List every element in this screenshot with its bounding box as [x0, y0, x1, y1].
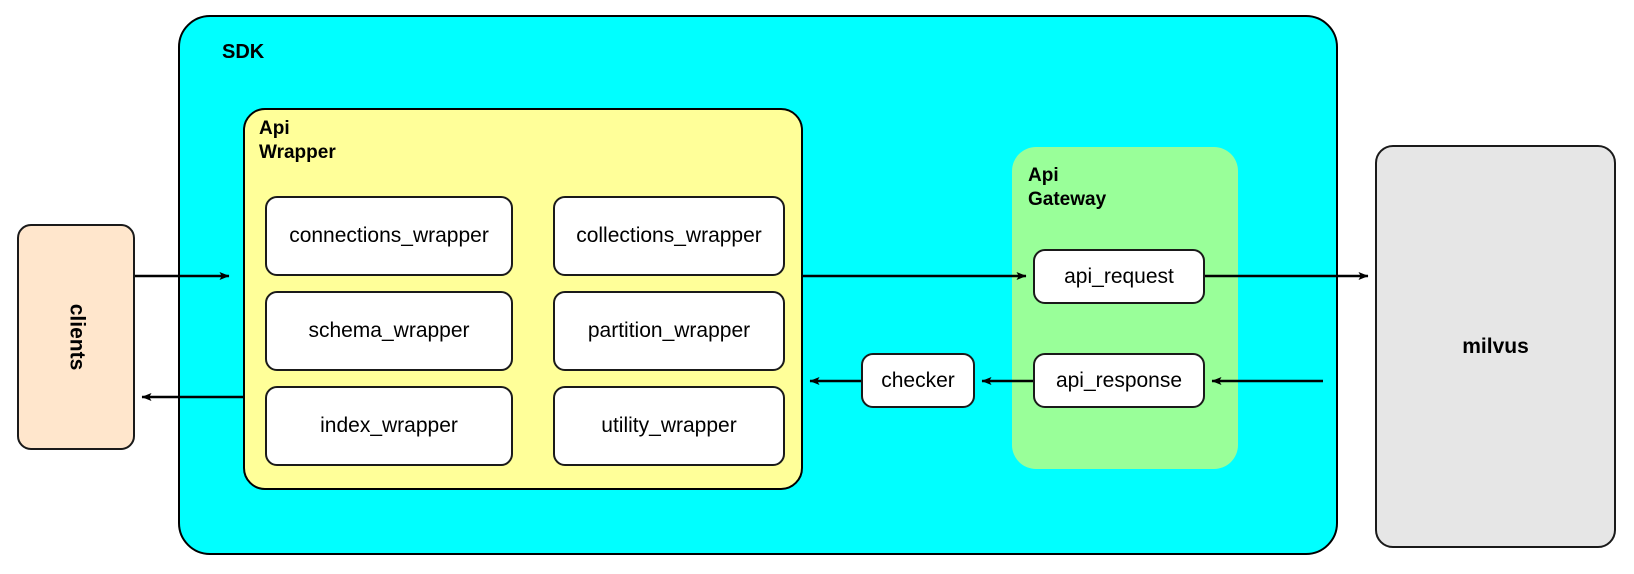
node-api-response[interactable]: api_response: [1033, 353, 1205, 408]
node-label: utility_wrapper: [601, 414, 737, 437]
api-gateway-container: [1012, 147, 1238, 469]
node-label: schema_wrapper: [308, 319, 470, 342]
node-label: checker: [881, 368, 955, 392]
node-api-request[interactable]: api_request: [1033, 249, 1205, 304]
node-label: connections_wrapper: [289, 224, 489, 247]
node-connections-wrapper[interactable]: connections_wrapper: [265, 196, 513, 276]
node-schema-wrapper[interactable]: schema_wrapper: [265, 291, 513, 371]
node-partition-wrapper[interactable]: partition_wrapper: [553, 291, 785, 371]
clients-box[interactable]: clients: [17, 224, 135, 450]
node-label: api_request: [1064, 264, 1174, 288]
node-collections-wrapper[interactable]: collections_wrapper: [553, 196, 785, 276]
node-label: index_wrapper: [320, 414, 458, 437]
node-label: api_response: [1055, 368, 1183, 392]
node-utility-wrapper[interactable]: utility_wrapper: [553, 386, 785, 466]
milvus-label: milvus: [1462, 334, 1529, 358]
node-label: collections_wrapper: [576, 224, 762, 247]
api-gateway-label: Api Gateway: [1028, 165, 1107, 210]
node-label: partition_wrapper: [587, 319, 751, 342]
clients-label: clients: [65, 303, 88, 371]
node-checker[interactable]: checker: [861, 353, 975, 408]
sdk-label: SDK: [222, 41, 265, 63]
node-index-wrapper[interactable]: index_wrapper: [265, 386, 513, 466]
milvus-box[interactable]: milvus: [1375, 145, 1616, 548]
api-wrapper-label: Api Wrapper: [259, 118, 336, 163]
